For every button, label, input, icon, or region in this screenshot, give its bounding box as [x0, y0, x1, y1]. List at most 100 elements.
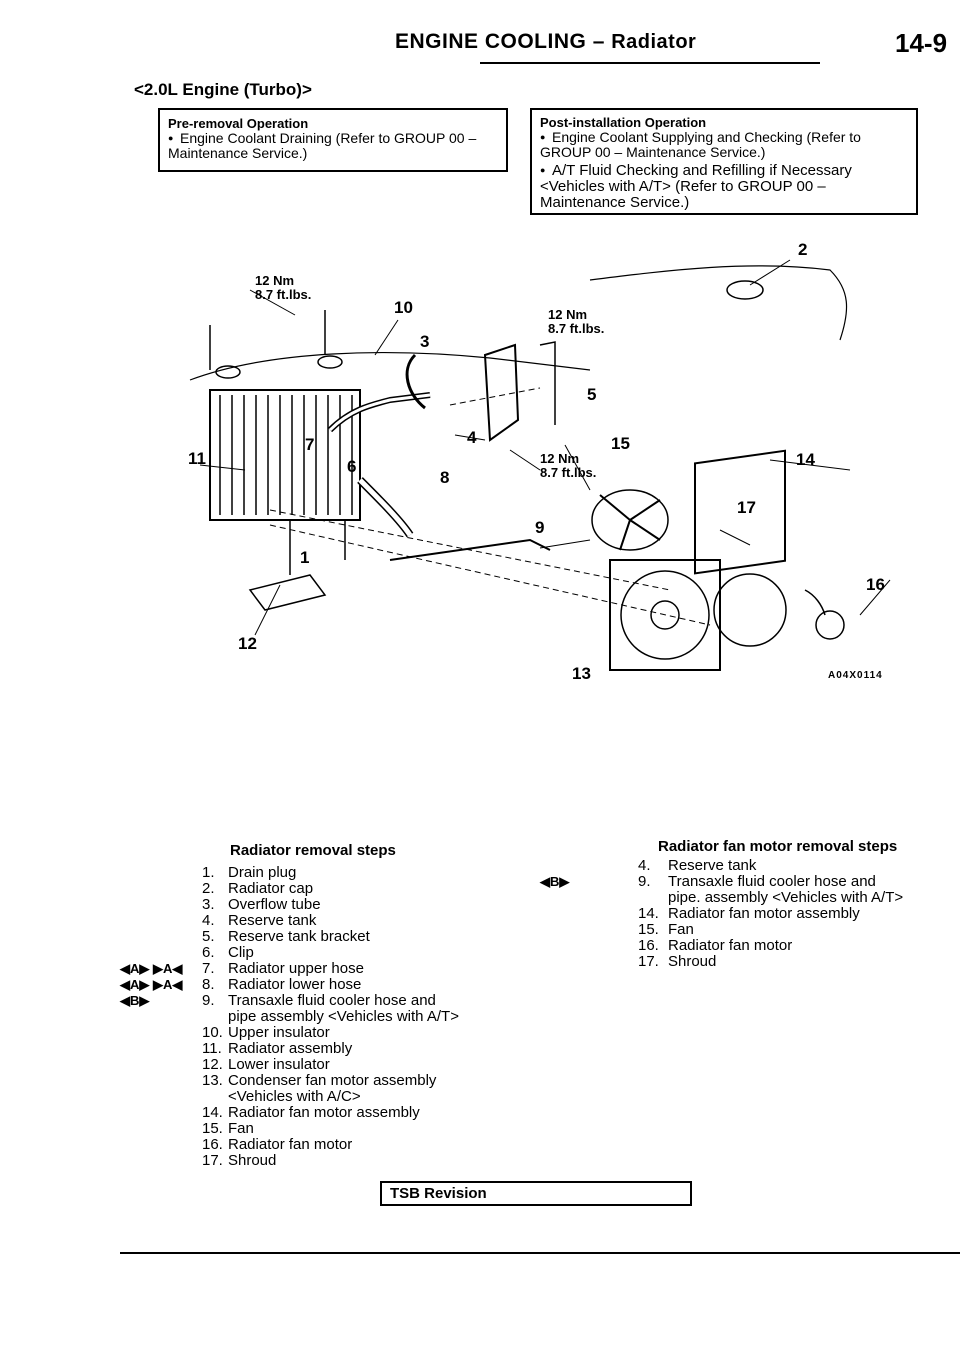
- pre-removal-item: ●Engine Coolant Draining (Refer to GROUP…: [168, 130, 477, 161]
- section-title: <2.0L Engine (Turbo)>: [134, 80, 312, 99]
- step-text: Reserve tank: [228, 912, 317, 929]
- page-header-title: ENGINE COOLING – Radiator: [395, 30, 697, 53]
- header-rule: [480, 62, 820, 64]
- list-item: 1. Drain plug: [120, 865, 520, 881]
- step-marks: ◀A▶ ▶A◀: [120, 961, 183, 976]
- callout-8: 8: [440, 468, 450, 487]
- fan-motor-removal-title: Radiator fan motor removal steps: [658, 838, 898, 855]
- step-text: Fan: [668, 921, 694, 938]
- callout-17: 17: [737, 498, 756, 517]
- step-text: Radiator fan motor assembly: [668, 905, 860, 922]
- callout-16: 16: [866, 575, 885, 594]
- pre-removal-heading: Pre-removal Operation: [168, 116, 309, 131]
- list-item: ◀B▶ 9. Transaxle fluid cooler hose and: [540, 874, 940, 890]
- step-number: 14.: [638, 905, 659, 922]
- callout-1: 1: [300, 548, 310, 567]
- step-text: <Vehicles with A/C>: [228, 1088, 361, 1105]
- post-installation-item: ●Engine Coolant Supplying and Checking (…: [540, 129, 861, 160]
- list-item: 16. Radiator fan motor: [540, 938, 940, 954]
- step-text: Clip: [228, 944, 254, 961]
- fan-motor-removal-list: 4. Reserve tank ◀B▶ 9. Transaxle fluid coole…: [540, 858, 940, 970]
- torque-label: 12 Nm 8.7 ft.lbs.: [255, 273, 312, 302]
- step-text: Lower insulator: [228, 1056, 330, 1073]
- footer-rule: [120, 1252, 960, 1254]
- post-installation-box: Post-installation Operation ●Engine Cool…: [530, 108, 918, 215]
- step-text: Radiator lower hose: [228, 976, 362, 993]
- step-number: 13.: [202, 1072, 223, 1089]
- list-item: 15. Fan: [120, 1121, 520, 1137]
- step-number: 1.: [202, 864, 215, 881]
- bullet-icon: ●: [540, 165, 546, 175]
- step-text: Radiator cap: [228, 880, 314, 897]
- list-item: 11. Radiator assembly: [120, 1041, 520, 1057]
- step-text: Shroud: [668, 953, 717, 970]
- list-item: 13. Condenser fan motor assembly: [120, 1073, 520, 1089]
- step-text: Upper insulator: [228, 1024, 330, 1041]
- list-item: 4. Reserve tank: [120, 913, 520, 929]
- step-number: 15.: [202, 1120, 223, 1137]
- list-item: 6. Clip: [120, 945, 520, 961]
- callout-9: 9: [535, 518, 545, 537]
- step-number: 6.: [202, 944, 215, 961]
- list-item: 10. Upper insulator: [120, 1025, 520, 1041]
- list-item: 12. Lower insulator: [120, 1057, 520, 1073]
- list-item: 14. Radiator fan motor assembly: [540, 906, 940, 922]
- radiator-illustration: [189, 259, 891, 671]
- callout-12: 12: [238, 634, 257, 653]
- figure-code: A04X0114: [828, 670, 883, 681]
- step-number: 15.: [638, 921, 659, 938]
- bullet-icon: ●: [540, 132, 546, 142]
- list-item: 14.Radiator fan motor assembly: [120, 1105, 520, 1121]
- step-text: Reserve tank: [668, 857, 757, 874]
- torque-label: 12 Nm 8.7 ft.lbs.: [540, 451, 597, 480]
- fan-blade: [591, 489, 669, 551]
- step-text: Radiator fan motor: [668, 937, 793, 954]
- callout-11: 11: [188, 449, 206, 468]
- step-number: 11.: [202, 1040, 222, 1057]
- tsb-revision-box: TSB Revision: [380, 1181, 692, 1206]
- step-marks: ◀A▶ ▶A◀: [120, 977, 183, 992]
- step-text: Fan: [228, 1120, 254, 1137]
- tsb-revision-label: TSB Revision: [390, 1185, 487, 1202]
- list-item: ◀A▶ ▶A◀7.Radiator upper hose: [120, 961, 520, 977]
- callout-7: 7: [305, 435, 315, 454]
- step-number: 9.: [638, 873, 651, 890]
- list-item: pipe assembly <Vehicles with A/T>: [120, 1009, 520, 1025]
- step-text: Radiator fan motor: [228, 1136, 353, 1153]
- step-number: 16.: [202, 1136, 223, 1153]
- callout-2: 2: [798, 240, 808, 259]
- step-text: Transaxle fluid cooler hose and: [668, 873, 876, 890]
- list-item: 17.Shroud: [120, 1153, 520, 1169]
- list-item: ◀A▶ ▶A◀ 8. Radiator lower hose: [120, 977, 520, 993]
- step-number: 14.: [202, 1104, 223, 1121]
- step-number: 10.: [202, 1024, 223, 1041]
- callout-14: 14: [796, 450, 815, 469]
- step-text: Radiator assembly: [228, 1040, 353, 1057]
- step-text: Condenser fan motor assembly: [228, 1072, 437, 1089]
- callout-3: 3: [420, 332, 430, 351]
- callout-10: 10: [394, 298, 413, 317]
- step-number: 16.: [638, 937, 659, 954]
- list-item: ◀B▶9.Transaxle fluid cooler hose and: [120, 993, 520, 1009]
- step-number: 12.: [202, 1056, 223, 1073]
- step-number: 4.: [202, 912, 215, 929]
- step-number: 17.: [638, 953, 659, 970]
- header-subtitle: Radiator: [611, 31, 697, 53]
- step-text: pipe assembly <Vehicles with A/T>: [228, 1008, 459, 1025]
- step-number: 9.: [202, 992, 215, 1009]
- pre-removal-box: Pre-removal Operation ●Engine Coolant Dr…: [158, 108, 508, 172]
- step-text: Drain plug: [228, 864, 297, 881]
- step-number: 5.: [202, 928, 215, 945]
- step-text: Shroud: [228, 1152, 277, 1169]
- step-number: 4.: [638, 857, 651, 874]
- step-number: 8.: [202, 976, 215, 993]
- step-text: Transaxle fluid cooler hose and: [228, 992, 436, 1009]
- step-text: Radiator upper hose: [228, 960, 364, 977]
- list-item: 15. Fan: [540, 922, 940, 938]
- callout-13: 13: [572, 664, 591, 683]
- step-marks: ◀B▶: [540, 874, 570, 889]
- callout-15: 15: [611, 434, 630, 453]
- step-number: 2.: [202, 880, 215, 897]
- list-item: 3.Overflow tube: [120, 897, 520, 913]
